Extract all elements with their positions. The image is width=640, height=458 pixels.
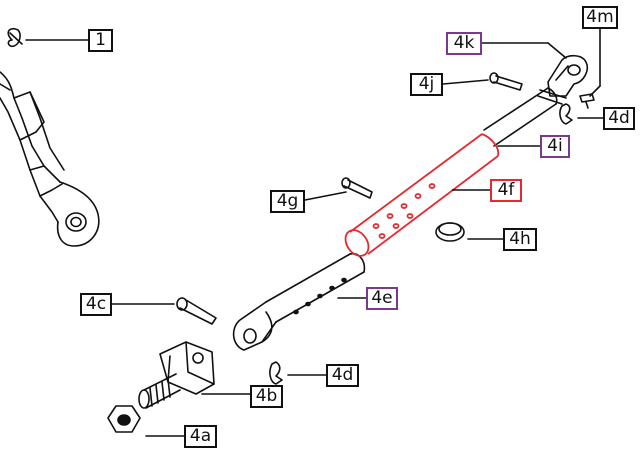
part-4e-tube[interactable]	[232, 252, 366, 351]
part-4h-washer[interactable]	[435, 222, 465, 242]
callout-4b[interactable]: 4b	[250, 385, 283, 408]
callout-4d-bottom[interactable]: 4d	[326, 364, 359, 387]
callout-4a[interactable]: 4a	[184, 425, 217, 448]
part-4d-rclip-top[interactable]	[559, 103, 573, 125]
part-4c-pin[interactable]	[176, 297, 217, 325]
part-4m-screw[interactable]	[579, 93, 595, 109]
callout-4e[interactable]: 4e	[366, 287, 398, 310]
callout-4j[interactable]: 4j	[410, 73, 443, 96]
part-4a-nut[interactable]	[107, 405, 141, 433]
callout-4g[interactable]: 4g	[270, 190, 305, 213]
leader-4k-b	[547, 42, 567, 59]
callout-4h[interactable]: 4h	[503, 228, 537, 251]
callout-4i[interactable]: 4i	[540, 135, 570, 158]
part-4g-pin[interactable]	[341, 177, 373, 199]
leader-4g	[304, 191, 347, 201]
callout-1[interactable]: 1	[88, 29, 113, 52]
callout-4m[interactable]: 4m	[582, 6, 618, 29]
callout-4d-top[interactable]: 4d	[603, 107, 635, 130]
part-4b-threaded-block[interactable]	[138, 341, 215, 409]
callout-4c[interactable]: 4c	[80, 293, 112, 316]
part-1-clip[interactable]	[7, 27, 23, 48]
lift-arm	[0, 71, 100, 247]
leader-4j	[442, 79, 489, 85]
part-4j-pin[interactable]	[489, 72, 523, 91]
leader-4m-b	[589, 85, 601, 97]
part-4i-rod[interactable]	[483, 87, 558, 147]
part-4d-rclip-bottom[interactable]	[269, 361, 283, 385]
callout-4f[interactable]: 4f	[490, 179, 522, 202]
part-4f-outer-tube[interactable]	[341, 133, 500, 260]
callout-4k[interactable]: 4k	[446, 32, 482, 55]
